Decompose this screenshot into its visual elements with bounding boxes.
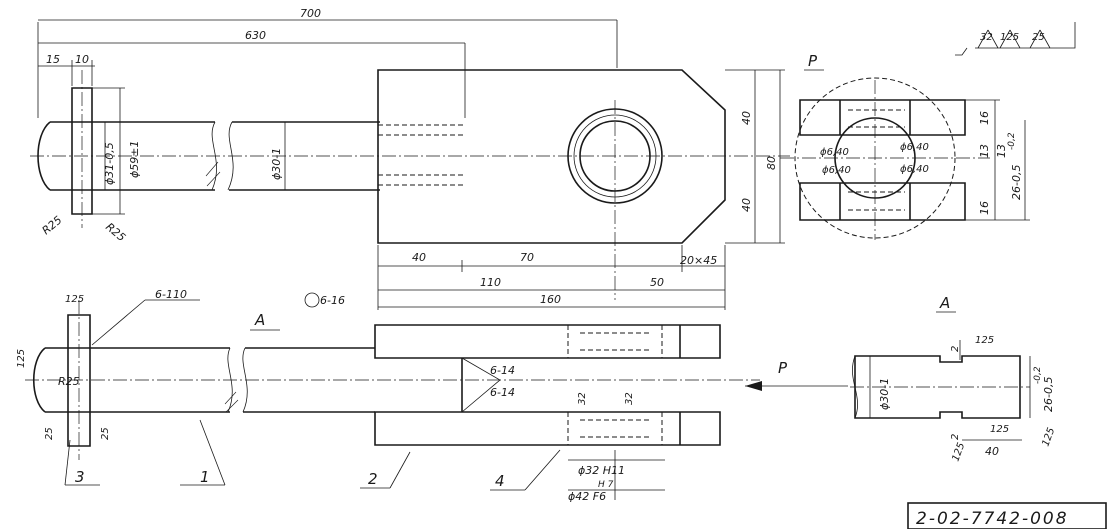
part-3: 3: [75, 468, 85, 486]
part-4: 4: [495, 472, 505, 490]
dim-dia-59: ϕ59±1: [128, 141, 141, 178]
dim-40-width: 40: [412, 251, 426, 264]
dim-70: 70: [520, 251, 534, 264]
dim-80: 80: [765, 156, 778, 170]
dim-630: 630: [245, 29, 266, 42]
hole-640-a: ϕ6,40: [820, 147, 849, 158]
rough-32-b: 32: [624, 392, 635, 405]
sectA-125-r: 125: [1040, 426, 1057, 448]
weld-16: 6-16: [320, 294, 345, 307]
weld-14-a: 6-14: [490, 364, 515, 377]
dim-dia-31: ϕ31-0,5: [103, 142, 116, 185]
weld-14-b: 6-14: [490, 386, 515, 399]
dim-125-top: 125: [65, 294, 84, 305]
view-p-label: P: [808, 52, 818, 70]
roughness-25: 25: [1032, 32, 1045, 43]
hole-640-b: ϕ6,40: [900, 142, 929, 153]
view-p-side: [780, 77, 1030, 240]
part-1: 1: [200, 468, 210, 486]
drawing-number-stamp: [907, 502, 1107, 529]
dim-chamfer: 20×45: [680, 254, 717, 267]
dim-side-26: 26-0,5: [1010, 165, 1023, 200]
fork-bottom-view: [360, 324, 721, 500]
sectA-125-br: 125: [990, 424, 1009, 435]
sectA-dia: ϕ30-1: [878, 378, 891, 410]
top-dimension-lines: [37, 19, 785, 310]
hole-640-c: ϕ6,40: [822, 165, 851, 176]
dim-10: 10: [75, 53, 89, 66]
dim-125-left: 125: [16, 349, 27, 368]
fork-block-top-view: [377, 69, 726, 300]
dim-15: 15: [46, 53, 60, 66]
sectA-40: 40: [985, 445, 999, 458]
weld-110: 6-110: [155, 288, 187, 301]
arrow-p-label: P: [778, 359, 788, 377]
dim-side-16-top: 16: [978, 111, 991, 125]
bore-42: ϕ42 F6: [568, 490, 606, 503]
bottom-shaft-view: [25, 299, 760, 486]
roughness-32: 32: [980, 32, 993, 43]
rough-25-right: 25: [100, 427, 111, 440]
dim-side-16-bottom: 16: [978, 201, 991, 215]
dim-side-13b: 13: [995, 144, 1008, 158]
sectA-125-top: 125: [975, 335, 994, 346]
dim-side-tol: -0,2: [1007, 132, 1017, 150]
hole-640-d: ϕ6,40: [900, 164, 929, 175]
dim-40-top: 40: [740, 111, 753, 125]
part-2: 2: [368, 470, 378, 488]
section-a: [850, 340, 1031, 441]
roughness-125: 125: [1000, 32, 1019, 43]
sectA-125-bl: 125: [950, 441, 967, 463]
drawing-number: 2-02-7742-008: [916, 509, 1069, 529]
dim-dia-30-top: ϕ30-1: [270, 148, 283, 180]
sectA-2-bottom: 2: [950, 434, 961, 440]
bore-32: ϕ32 H11: [578, 464, 625, 477]
dim-110: 110: [480, 276, 501, 289]
sectA-26: 26-0,5: [1042, 377, 1055, 412]
view-p-arrow: [745, 381, 848, 391]
dim-radius-bottom: R25: [58, 375, 80, 388]
dim-50: 50: [650, 276, 664, 289]
top-shaft-view: [30, 70, 790, 228]
roughness-block: [955, 22, 1076, 56]
dim-700: 700: [300, 7, 321, 20]
dim-radius-right: R25: [103, 220, 128, 244]
rough-25-left: 25: [44, 427, 55, 440]
dim-160: 160: [540, 293, 561, 306]
sectA-02: -0,2: [1033, 366, 1043, 384]
dim-40-bottom: 40: [740, 198, 753, 212]
bore-42-fit: H 7: [598, 480, 614, 490]
rough-32-a: 32: [577, 392, 588, 405]
dim-radius-left: R25: [40, 213, 65, 237]
sectA-2-top: 2: [950, 346, 961, 352]
section-a-label: A: [939, 294, 950, 312]
dim-side-13a: 13: [978, 144, 991, 158]
view-a-arrow-label: A: [254, 311, 265, 329]
